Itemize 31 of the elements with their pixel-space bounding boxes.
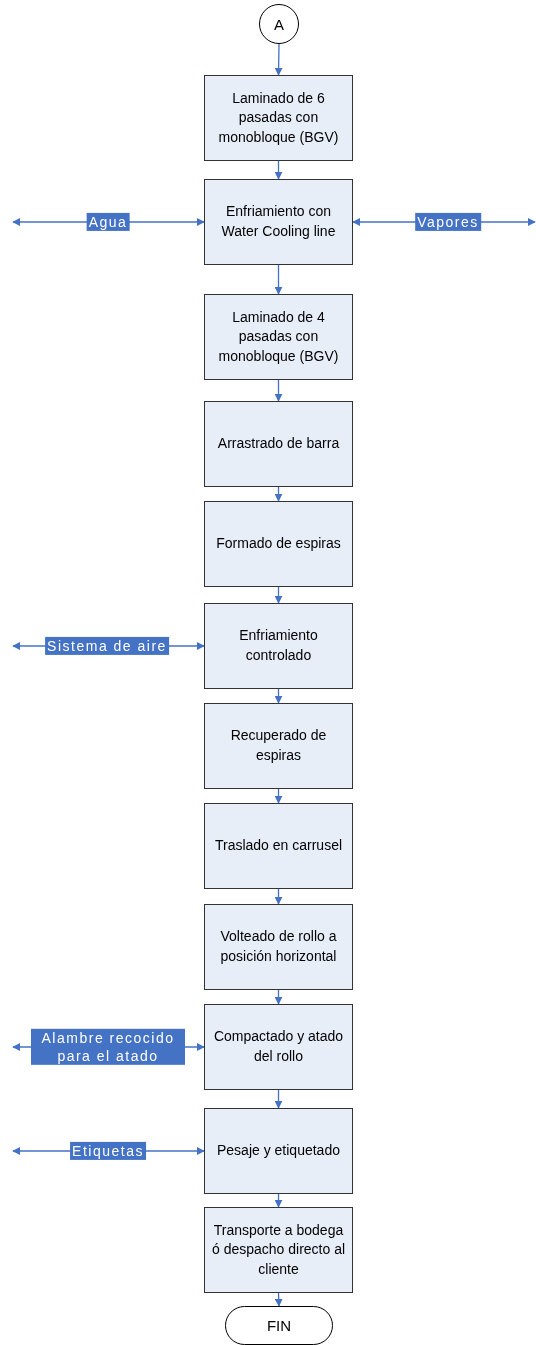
arrow (274, 43, 283, 76)
arrow (274, 486, 283, 502)
arrow (274, 688, 283, 704)
edge-label: Vapores (415, 212, 481, 232)
process-box: Enfriamiento con Water Cooling line (204, 179, 353, 265)
edge-label: Alambre recocido para el atado (31, 1028, 185, 1066)
process-box: Laminado de 6 pasadas con monobloque (BGV) (204, 75, 353, 161)
arrow (274, 888, 283, 905)
edge-label: Agua (86, 212, 130, 232)
arrow (274, 586, 283, 604)
process-box: Arrastrado de barra (204, 401, 353, 487)
process-box: Volteado de rollo a posición horizontal (204, 904, 353, 990)
arrow (274, 1292, 283, 1307)
process-box: Formado de espiras (204, 501, 353, 587)
edge-label: Etiquetas (70, 1141, 146, 1161)
process-box: Enfriamiento controlado (204, 603, 353, 689)
arrow (274, 379, 283, 402)
process-box: Transporte a bodega ó despacho directo al cliente (204, 1207, 353, 1293)
arrow (274, 788, 283, 804)
arrow (274, 1193, 283, 1208)
process-box: Traslado en carrusel (204, 803, 353, 889)
connector-circle: A (259, 4, 299, 44)
process-box: Pesaje y etiquetado (204, 1108, 353, 1194)
arrow (274, 1089, 283, 1109)
process-box: Recuperado de espiras (204, 703, 353, 789)
arrow (274, 160, 283, 180)
process-box: Compactado y atado del rollo (204, 1004, 353, 1090)
arrow (274, 264, 283, 295)
arrow (274, 989, 283, 1005)
process-box: Laminado de 4 pasadas con monobloque (BGV) (204, 294, 353, 380)
edge-label: Sistema de aire (45, 636, 169, 656)
